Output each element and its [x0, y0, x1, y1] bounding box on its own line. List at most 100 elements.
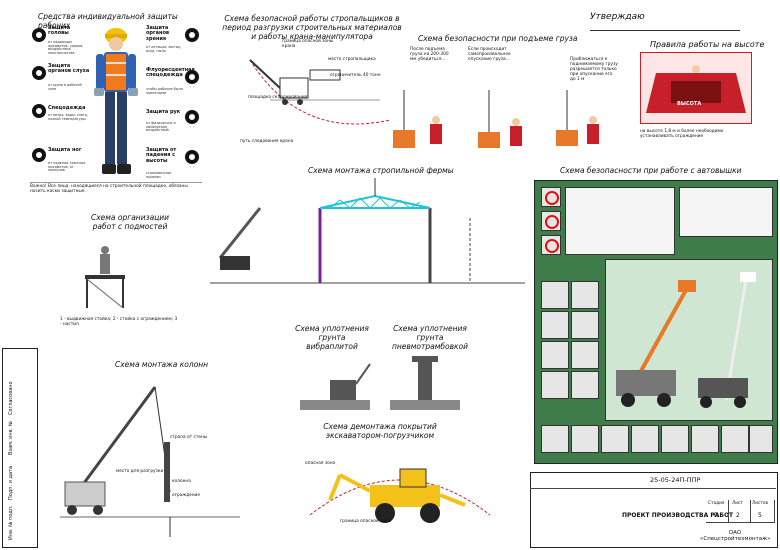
ppe-fall-desc: страховочные привязи	[146, 171, 172, 179]
hi-vis-icon	[185, 70, 199, 84]
instruction-panel-right	[679, 187, 773, 237]
ppe-hands-label: Защита рук	[146, 109, 181, 115]
safety-tile-c2	[571, 341, 599, 369]
warning-sign-3	[541, 235, 561, 255]
height-title: Правила работы на высоте	[650, 40, 765, 49]
approve-line	[590, 30, 740, 31]
safety-tile-e8	[749, 425, 773, 453]
scaffold-legend: 1 - выдвижная стойка; 2 - стойка с ограж…	[60, 317, 178, 327]
ppe-eyes-label: Защита органов зрения	[146, 25, 170, 42]
sling-label-5: путь следования крана	[240, 139, 294, 144]
truck-panel	[534, 180, 778, 464]
stamp-col-3	[750, 500, 775, 523]
left-binding-strip	[2, 348, 38, 548]
ear-protection-icon	[32, 66, 46, 80]
side-label-1: Инв. № подл.	[8, 505, 14, 541]
ppe-title: Средства индивидуальной защиты рабочих	[38, 12, 178, 30]
ppe-worker-figure	[94, 28, 138, 174]
soil-diagram	[300, 356, 460, 410]
harness-icon	[185, 150, 199, 164]
side-label-2: Подп. и дата	[8, 465, 14, 500]
truss-diagram	[210, 178, 525, 284]
title-block	[530, 472, 778, 548]
ppe-feet-label: Защита ног	[48, 147, 82, 153]
safety-tile-e7	[721, 425, 749, 453]
columns-label-1: стропа от стены	[170, 435, 208, 440]
columns-label-3: колонна	[172, 479, 191, 484]
safety-tile-e5	[661, 425, 689, 453]
sling-title: Схема безопасной работы стропальщиков в …	[222, 14, 402, 41]
truck-title: Схема безопасности при работе с автовышк…	[560, 166, 742, 175]
ppe-eyes-desc: от летящих частиц, искр, пыли	[146, 45, 182, 53]
sling-label-2: место стропальщика	[328, 57, 376, 62]
ppe-hivis-desc: чтобы рабочие были заметными	[146, 87, 183, 95]
safety-tile-a2	[571, 281, 599, 309]
goggles-icon	[185, 28, 199, 42]
workwear-icon	[32, 104, 46, 118]
soil-pneu-title: Схема уплотнения грунта пневмотрамбовкой	[391, 324, 469, 351]
lift-text-1: После подъема груза на 200-300 мм убедит…	[410, 47, 449, 62]
ppe-clothes-desc: от ветра, воды, снега, низкой температур…	[48, 113, 88, 121]
stamp-label-sheets: Листов	[752, 501, 769, 506]
side-label-3: Взам. инв. №	[8, 421, 14, 455]
instruction-panel-top	[565, 187, 675, 255]
safety-tile-d1	[541, 371, 569, 399]
columns-label-2: место для разгрузки	[116, 469, 164, 474]
doc-code: 25-05-24П-ППР	[650, 476, 701, 484]
columns-diagram	[60, 386, 240, 537]
ppe-ears-label: Защита органов слуха	[48, 63, 90, 75]
stamp-col-1	[706, 500, 729, 523]
excavator-label-1: опасная зона	[305, 461, 336, 466]
stamp-value-sheet: 2	[736, 512, 740, 519]
approve-label: Утверждаю	[590, 12, 645, 22]
project-title: ПРОЕКТ ПРОИЗВОДСТВА РАБОТ	[622, 512, 734, 519]
safety-tile-c1	[541, 341, 569, 369]
warning-sign-2	[541, 211, 561, 231]
ppe-panel: Средства индивидуальной защиты рабочих З…	[28, 12, 203, 217]
excavator-label-2: граница опасной зоны	[340, 519, 392, 524]
scaffold-diagram	[85, 246, 125, 309]
stamp-label-stage: Стадия	[708, 501, 725, 506]
safety-tile-b1	[541, 311, 569, 339]
sling-label-1: граница опасной зоны крана	[282, 39, 334, 49]
safety-tile-a1	[541, 281, 569, 309]
scaffold-title: Схема организации работ с подмостей	[90, 213, 170, 231]
columns-title: Схема монтажа колонн	[115, 360, 209, 369]
ppe-fall-label: Защита от падения с высоты	[146, 147, 177, 164]
glove-icon	[185, 110, 199, 124]
ppe-head-desc: от падающих предметов, ударов, воздейств…	[48, 40, 84, 56]
safety-tile-b2	[571, 311, 599, 339]
safety-tile-e6	[691, 425, 719, 453]
helmet-icon	[32, 28, 46, 42]
boot-icon	[32, 148, 46, 162]
stamp-value-sheets: 5	[758, 512, 762, 519]
org-name: ОАО «Спецстройтехмонтаж»	[700, 530, 771, 542]
warning-sign-1	[541, 187, 561, 207]
ppe-ears-desc: от шума в рабочей зоне	[48, 83, 82, 91]
height-sign: ВЫСОТА	[677, 101, 702, 107]
ppe-feet-desc: от падения тяжелых предметов, от проколо…	[48, 161, 86, 173]
excavator-title: Схема демонтажа покрытий экскаватором-по…	[323, 422, 437, 440]
ppe-note: Важно! Все лица, находящиеся на строител…	[30, 182, 202, 195]
bucket-truck-scene	[605, 259, 773, 421]
soil-vib-title: Схема уплотнения грунта вибраплитой	[295, 324, 369, 351]
safety-tile-e3	[601, 425, 629, 453]
safety-tile-e2	[571, 425, 599, 453]
lift-illustration	[393, 90, 599, 148]
ppe-hivis-label: Флуоресцентная спецодежда	[146, 67, 195, 79]
stamp-value-stage: П	[714, 512, 719, 519]
excavator-diagram	[309, 468, 491, 523]
ppe-head-label: Защита головы	[48, 25, 71, 37]
truss-title: Схема монтажа стропильной фермы	[308, 166, 454, 175]
lift-title: Схема безопасности при подъеме груза	[418, 34, 578, 43]
stamp-col-2	[728, 500, 751, 523]
lift-text-2: Если происходит самопроизвольное опускан…	[468, 47, 511, 62]
columns-label-4: ограждение	[172, 493, 200, 498]
side-label-4: Согласовано	[8, 381, 14, 415]
title-block-separator	[530, 488, 776, 489]
sling-label-3: ограничитель 40 тонн	[330, 73, 381, 78]
safety-tile-e4	[631, 425, 659, 453]
sling-diagram	[249, 59, 391, 125]
height-illustration: ВЫСОТА	[640, 52, 752, 124]
stamp-label-sheet: Лист	[732, 501, 743, 506]
